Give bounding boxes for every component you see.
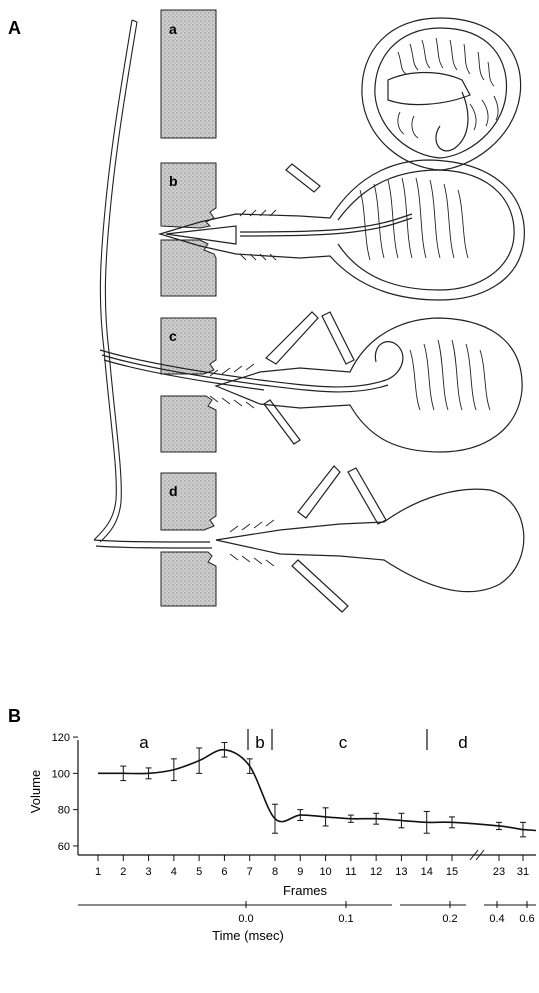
time-tick-label: 0.1	[338, 913, 353, 925]
frame-tick-label: 13	[395, 866, 407, 878]
stage-label-b: b	[169, 173, 178, 189]
panel-b-label: B	[8, 706, 21, 726]
frame-tick-label: 7	[247, 866, 253, 878]
time-tick-label: 0.2	[442, 913, 457, 925]
wall-block-a: a	[161, 10, 216, 138]
time-tick-label: 0.4	[489, 913, 504, 925]
stage-label-d: d	[169, 483, 178, 499]
chart-series	[98, 743, 536, 837]
phase-labels: a b c d	[139, 729, 467, 752]
phase-label: b	[255, 733, 264, 752]
wall-block-d: d	[161, 473, 216, 606]
frame-tick-label: 14	[421, 866, 433, 878]
frame-tick-label: 10	[319, 866, 331, 878]
frame-tick-label: 8	[272, 866, 278, 878]
frame-tick-label: 9	[297, 866, 303, 878]
y-tick-label: 80	[58, 805, 70, 817]
frame-tick-label: 23	[493, 866, 505, 878]
stage-label-a: a	[169, 21, 177, 37]
volume-series-line	[98, 750, 536, 831]
y-tick-label: 100	[52, 768, 70, 780]
time-tick-label: 0.6	[519, 913, 534, 925]
capsule-stage-a	[362, 18, 521, 170]
frame-tick-label: 6	[221, 866, 227, 878]
panel-a-label: A	[8, 18, 21, 38]
frame-tick-label: 5	[196, 866, 202, 878]
frame-tick-label: 1	[95, 866, 101, 878]
phase-label: c	[339, 733, 348, 752]
time-tick-label: 0.0	[238, 913, 253, 925]
frame-tick-label: 12	[370, 866, 382, 878]
capsule-stage-d	[94, 466, 524, 612]
stage-label-c: c	[169, 328, 177, 344]
frame-tick-label: 11	[345, 866, 356, 878]
wall-block-c: c	[161, 318, 216, 452]
time-axis-title: Time (msec)	[212, 928, 284, 943]
phase-label: a	[139, 733, 149, 752]
frame-tick-label: 31	[517, 866, 529, 878]
frame-tick-label: 3	[146, 866, 152, 878]
frame-tick-label: 15	[446, 866, 458, 878]
frame-tick-label: 4	[171, 866, 177, 878]
y-tick-label: 60	[58, 841, 70, 853]
frame-tick-label: 2	[120, 866, 126, 878]
phase-label: d	[458, 733, 467, 752]
y-axis-title: Volume	[28, 770, 43, 813]
frames-axis-title: Frames	[283, 883, 328, 898]
long-filament	[94, 20, 137, 542]
y-tick-label: 120	[52, 732, 70, 744]
